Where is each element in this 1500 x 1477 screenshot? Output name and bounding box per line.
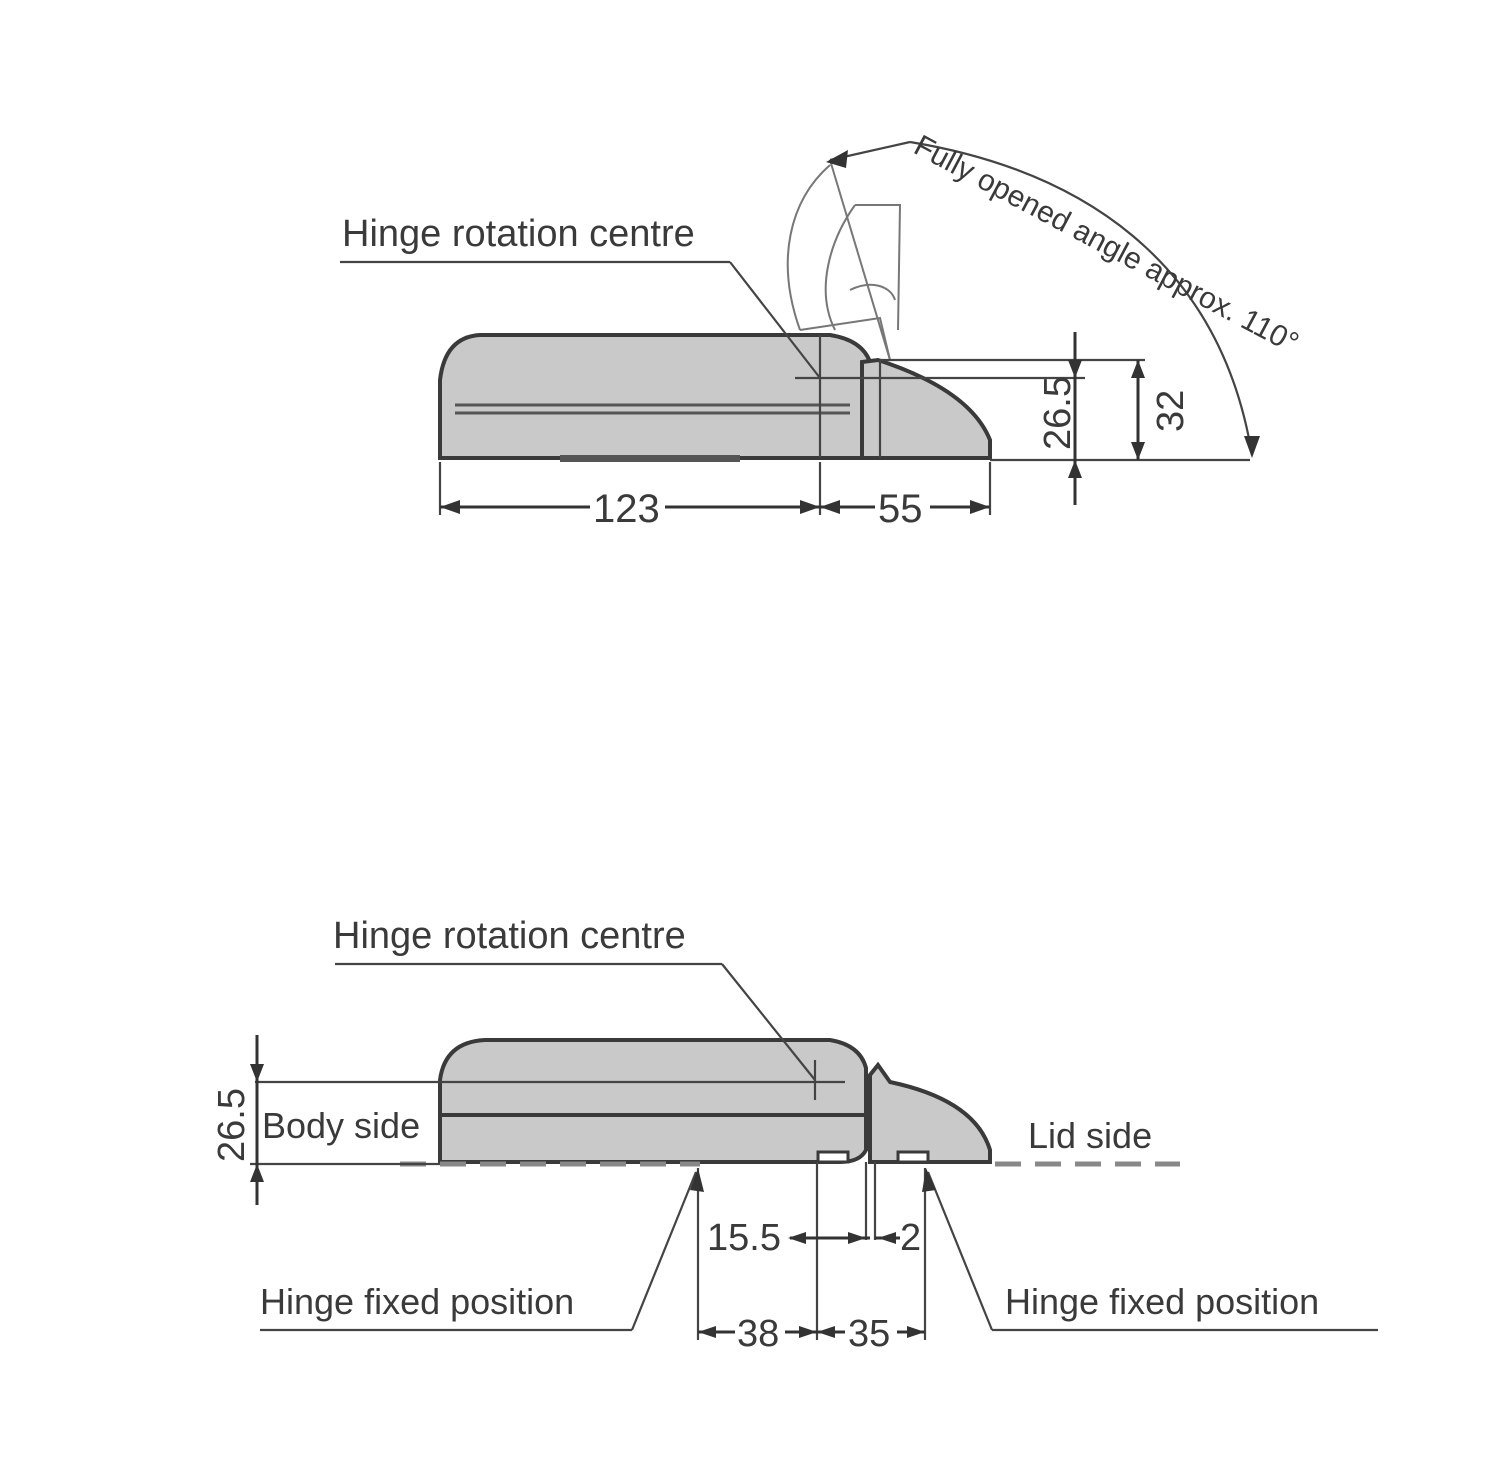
bottom-dim-gap: 2 xyxy=(900,1217,921,1259)
bottom-rotation-centre-label: Hinge rotation centre xyxy=(333,915,686,957)
top-rotation-centre-label: Hinge rotation centre xyxy=(342,213,695,255)
body-side-label: Body side xyxy=(262,1105,420,1146)
hinge-lid-top xyxy=(860,357,992,460)
fixed-position-right-label: Hinge fixed position xyxy=(1005,1281,1319,1322)
fixed-position-left-label: Hinge fixed position xyxy=(260,1281,574,1322)
opened-angle-label: Fully opened angle approx. 110° xyxy=(909,129,1304,360)
top-view: Hinge rotation centre Fully opened angle… xyxy=(340,129,1304,531)
hinge-body-top xyxy=(438,333,872,460)
top-dim-length-lid: 55 xyxy=(878,487,923,531)
hinge-lid-bottom xyxy=(868,1061,992,1164)
lid-side-label: Lid side xyxy=(1028,1115,1152,1156)
hinge-body-lower xyxy=(438,1113,868,1164)
bottom-dim-left-span: 38 xyxy=(737,1313,779,1355)
bottom-dim-right-span: 35 xyxy=(848,1313,890,1355)
base-strip xyxy=(560,455,740,462)
top-dim-height-outer: 32 xyxy=(1150,390,1192,432)
bottom-view: Hinge rotation centre 26.5 Body side Lid… xyxy=(211,915,1378,1355)
top-dim-height-inner: 26.5 xyxy=(1037,376,1079,450)
hinge-body-upper xyxy=(438,1038,868,1117)
bottom-dim-height: 26.5 xyxy=(211,1088,253,1162)
bottom-dim-offset: 15.5 xyxy=(707,1217,781,1259)
top-dim-length-body: 123 xyxy=(593,487,660,531)
opened-lid-ghost xyxy=(786,159,902,361)
